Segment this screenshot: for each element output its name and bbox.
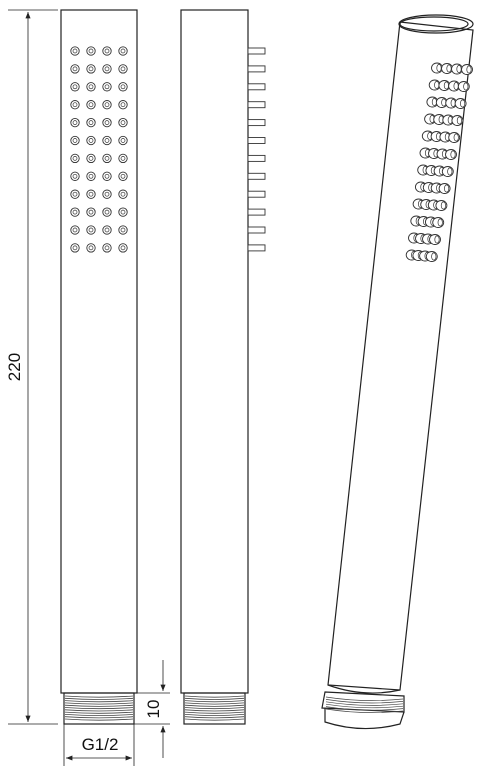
nozzle xyxy=(70,171,80,181)
nozzle xyxy=(118,153,128,164)
nozzle xyxy=(102,243,112,253)
nozzle xyxy=(86,64,96,74)
nozzle xyxy=(118,117,128,128)
thread-side xyxy=(183,692,246,725)
nozzle xyxy=(70,82,80,92)
nozzle xyxy=(70,100,80,110)
length-dimension-label: 220 xyxy=(5,353,24,381)
nozzle xyxy=(70,117,80,128)
thread-height-dimension: 10 xyxy=(134,660,170,758)
nozzle xyxy=(118,100,128,110)
nozzle-tip xyxy=(247,244,266,252)
nozzle-tip xyxy=(247,226,266,234)
nozzle xyxy=(70,153,80,164)
nozzle xyxy=(86,46,96,56)
nozzle xyxy=(86,207,96,217)
nozzle xyxy=(118,243,128,253)
nozzle-grid-perspective xyxy=(405,62,473,262)
nozzle-grid-front xyxy=(70,46,128,253)
nozzle-tip xyxy=(247,137,266,144)
nozzle xyxy=(102,64,112,74)
nozzle-tip xyxy=(247,65,266,73)
nozzle xyxy=(86,153,96,164)
nozzle-tip xyxy=(247,154,266,162)
nozzle xyxy=(102,135,112,146)
nozzle-column-side xyxy=(247,47,266,252)
nozzle-tip xyxy=(247,83,266,91)
nozzle xyxy=(102,225,112,235)
nozzle xyxy=(86,225,96,235)
front-view xyxy=(60,9,138,725)
nozzle xyxy=(102,46,112,56)
length-dimension: 220 xyxy=(5,9,58,725)
nozzle-tip xyxy=(247,190,266,198)
nozzle xyxy=(118,189,128,199)
thread-size-label: G1/2 xyxy=(82,735,119,754)
nozzle xyxy=(70,64,80,74)
perspective-view xyxy=(321,14,474,730)
nozzle xyxy=(102,189,112,199)
nozzle xyxy=(102,117,112,128)
nozzle xyxy=(70,207,80,217)
nozzle xyxy=(118,135,128,146)
nozzle-tip xyxy=(247,119,266,127)
nozzle xyxy=(118,82,128,92)
nozzle xyxy=(118,225,128,235)
nozzle-tip xyxy=(247,208,266,216)
nozzle xyxy=(118,207,128,217)
nozzle-tip xyxy=(247,172,266,180)
nozzle-tip xyxy=(247,101,266,109)
nozzle xyxy=(102,100,112,110)
nozzle xyxy=(86,171,96,181)
nozzle xyxy=(70,225,80,235)
nozzle xyxy=(118,46,128,56)
nozzle xyxy=(118,171,128,181)
side-view xyxy=(180,9,266,725)
nozzle xyxy=(102,171,112,181)
thread-size-dimension: G1/2 xyxy=(63,724,135,766)
nozzle xyxy=(70,189,80,199)
nozzle xyxy=(118,64,128,74)
nozzle xyxy=(86,189,96,199)
nozzle xyxy=(86,100,96,110)
nozzle xyxy=(70,46,80,56)
nozzle xyxy=(70,135,80,146)
thread-height-label: 10 xyxy=(144,700,163,719)
nozzle-tip xyxy=(247,47,266,55)
nozzle xyxy=(86,117,96,128)
nozzle xyxy=(102,207,112,217)
nozzle xyxy=(86,243,96,253)
nozzle xyxy=(86,135,96,146)
nozzle xyxy=(70,243,80,253)
nozzle xyxy=(102,82,112,92)
thread-front xyxy=(63,692,135,725)
nozzle xyxy=(102,153,112,164)
nozzle xyxy=(86,82,96,92)
